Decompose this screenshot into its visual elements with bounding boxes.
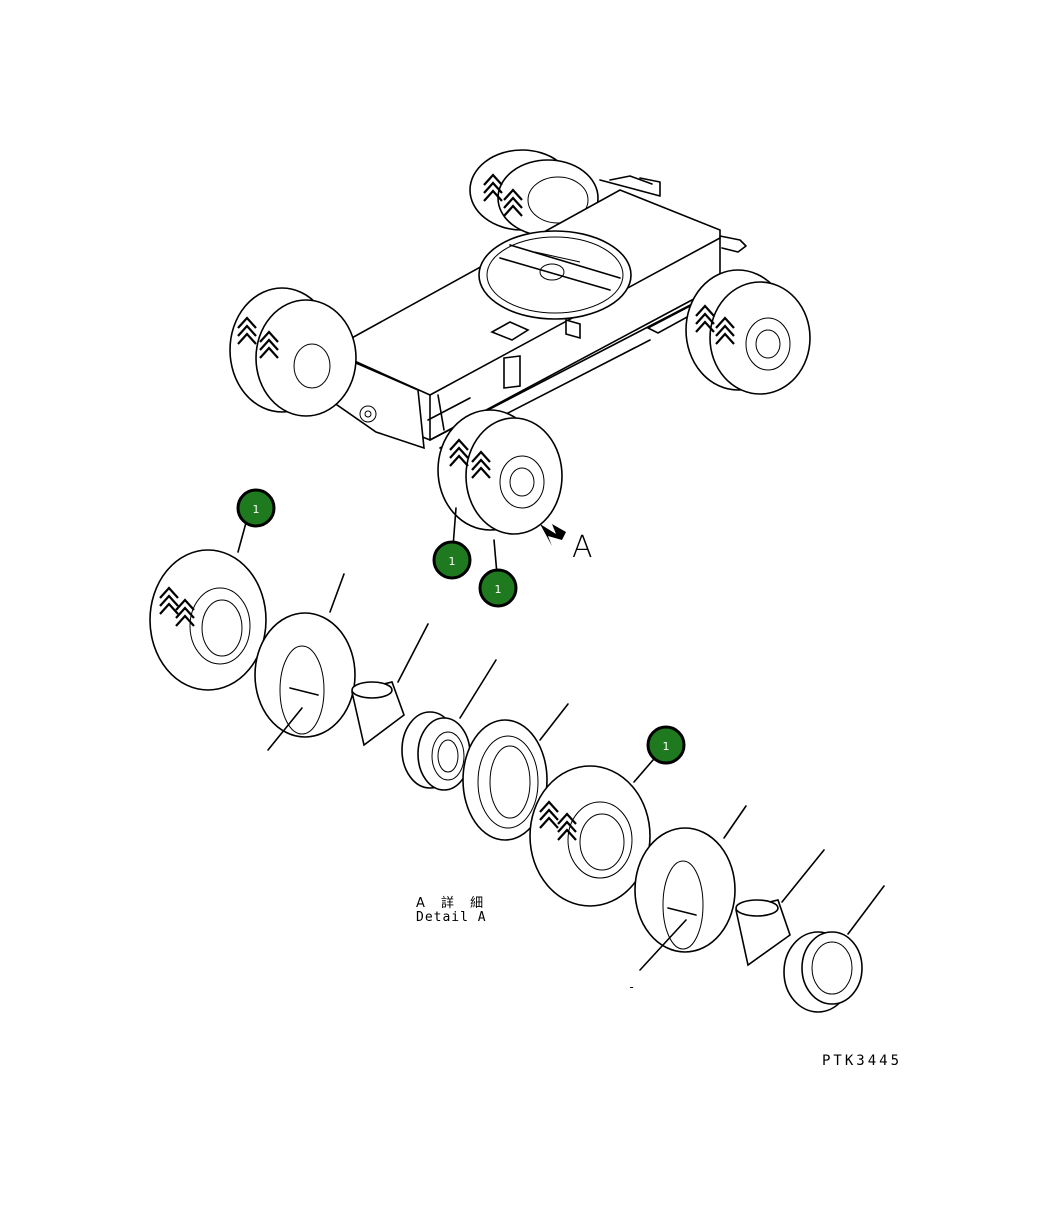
- spacer-ring-2: [735, 849, 825, 967]
- callout-number: 1: [663, 740, 670, 753]
- front-left-wheel: [229, 287, 357, 417]
- callout-balloon[interactable]: 1: [478, 568, 518, 608]
- callout-number: 1: [253, 503, 260, 516]
- detail-label-jp: A 詳 細: [416, 896, 490, 911]
- callout-number: 1: [449, 555, 456, 568]
- callout-balloon[interactable]: 1: [236, 488, 276, 528]
- flap-2: [634, 805, 747, 971]
- callout-balloon[interactable]: 1: [646, 725, 686, 765]
- tire-inner: [529, 765, 651, 907]
- rear-right-wheel: [685, 269, 811, 395]
- tire-outer: [149, 549, 267, 691]
- view-arrow: [540, 524, 566, 546]
- wheel-rim: [401, 659, 497, 791]
- callout-balloon[interactable]: 1: [432, 540, 472, 580]
- rim-ring: [462, 703, 569, 841]
- undercarriage-assembly: [229, 149, 811, 535]
- exploded-detail: [149, 549, 885, 1013]
- wheel-rim-2: [783, 885, 885, 1013]
- view-letter: A: [572, 530, 593, 565]
- dash-mark: -: [628, 980, 636, 994]
- detail-label-en: Detail A: [416, 910, 487, 925]
- front-right-wheel: [437, 409, 563, 535]
- callout-number: 1: [495, 583, 502, 596]
- spacer-ring: [351, 623, 429, 747]
- drawing-code: PTK3445: [822, 1053, 903, 1069]
- track-frame: [299, 175, 747, 450]
- flap: [254, 573, 356, 751]
